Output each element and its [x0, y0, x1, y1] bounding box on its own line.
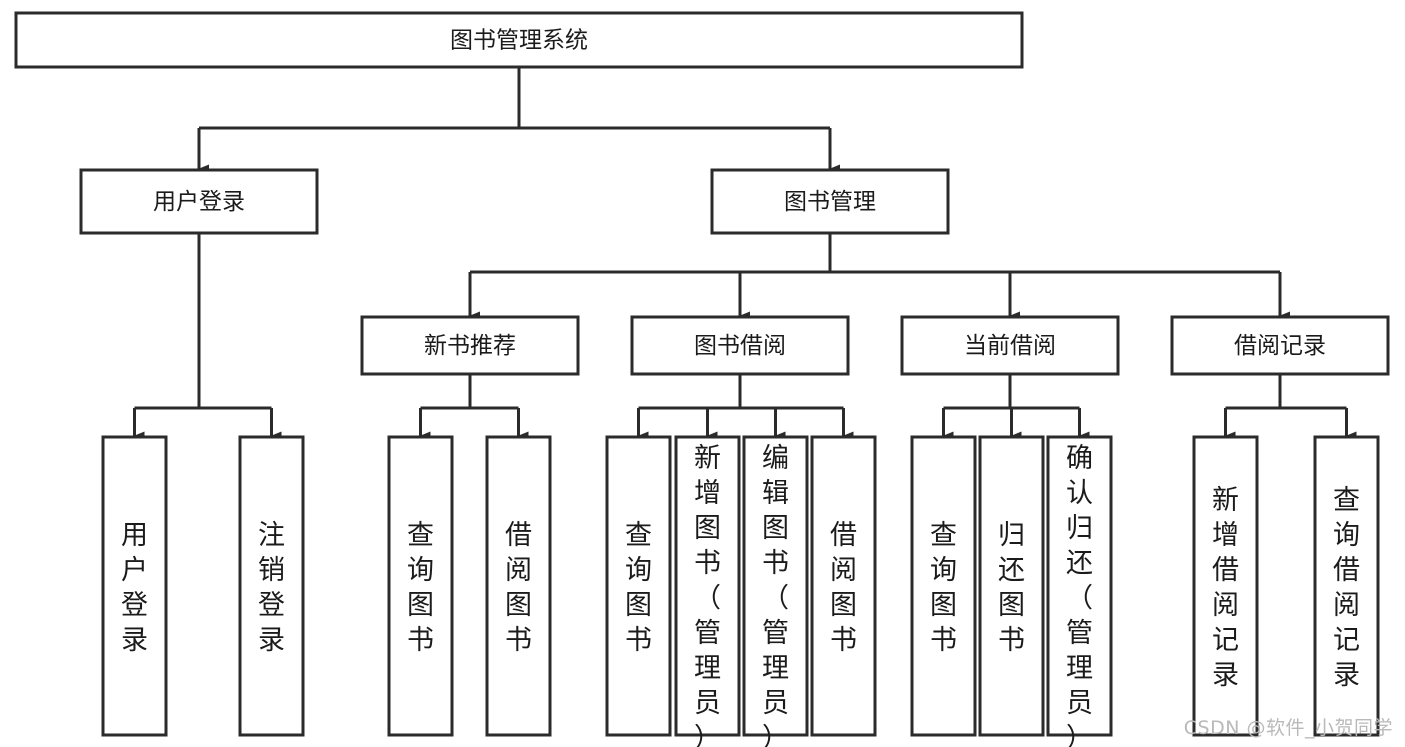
node-leaf-return-book[interactable]: 归还图书 [978, 435, 1045, 737]
node-box [1192, 435, 1259, 737]
node-leaf-borrow-book-1[interactable]: 借阅图书 [485, 435, 552, 737]
node-book-manage[interactable]: 图书管理 [710, 168, 950, 235]
node-box [742, 435, 809, 737]
node-label: 借阅记录 [1234, 333, 1326, 359]
node-leaf-confirm-return[interactable]: 确认归还（管理员） [1046, 435, 1113, 747]
node-borrow-record[interactable]: 借阅记录 [1170, 315, 1390, 376]
node-label: 图书借阅 [694, 333, 786, 359]
node-label: 新增借阅记录 [1212, 485, 1239, 691]
node-label: 新书推荐 [424, 333, 516, 359]
node-label: 用户登录 [121, 520, 148, 656]
node-label: 查询图书 [930, 520, 957, 656]
csdn-watermark: CSDN @软件_小贺同学 [1183, 717, 1393, 739]
node-leaf-add-record[interactable]: 新增借阅记录 [1192, 435, 1259, 737]
node-box [605, 435, 672, 737]
node-box [900, 315, 1120, 376]
node-label: 当前借阅 [964, 333, 1056, 359]
node-leaf-add-book[interactable]: 新增图书（管理员） [674, 435, 741, 747]
node-label: 查询图书 [407, 520, 434, 656]
node-box [238, 435, 305, 737]
node-box [101, 435, 168, 737]
node-box [1046, 435, 1113, 737]
node-leaf-user-login[interactable]: 用户登录 [101, 435, 168, 737]
node-box [79, 168, 319, 235]
node-box [910, 435, 977, 737]
node-label: 编辑图书（管理员） [762, 443, 789, 747]
node-label: 归还图书 [998, 520, 1025, 656]
node-box [810, 435, 877, 737]
node-box [1170, 315, 1390, 376]
connector-layer [133, 67, 1357, 441]
node-box [485, 435, 552, 737]
node-leaf-edit-book[interactable]: 编辑图书（管理员） [742, 435, 809, 747]
node-box [14, 11, 1024, 69]
node-layer: 图书管理系统用户登录图书管理新书推荐图书借阅当前借阅借阅记录用户登录注销登录查询… [14, 11, 1390, 747]
node-box [674, 435, 741, 737]
node-leaf-borrow-book-2[interactable]: 借阅图书 [810, 435, 877, 737]
node-box [710, 168, 950, 235]
node-label: 借阅图书 [505, 520, 532, 656]
node-label: 借阅图书 [830, 520, 857, 656]
node-label: 用户登录 [153, 189, 245, 215]
node-leaf-query-book-2[interactable]: 查询图书 [605, 435, 672, 737]
node-label: 确认归还（管理员） [1066, 443, 1093, 747]
node-box [978, 435, 1045, 737]
node-leaf-query-book-1[interactable]: 查询图书 [387, 435, 454, 737]
node-label: 查询图书 [625, 520, 652, 656]
node-leaf-logout[interactable]: 注销登录 [238, 435, 305, 737]
node-label: 查询借阅记录 [1333, 485, 1360, 691]
node-user-login[interactable]: 用户登录 [79, 168, 319, 235]
node-leaf-query-book-3[interactable]: 查询图书 [910, 435, 977, 737]
node-label: 注销登录 [258, 520, 285, 656]
node-leaf-query-record[interactable]: 查询借阅记录 [1313, 435, 1380, 737]
node-current-borrow[interactable]: 当前借阅 [900, 315, 1120, 376]
node-box [630, 315, 850, 376]
node-book-borrow[interactable]: 图书借阅 [630, 315, 850, 376]
node-box [1313, 435, 1380, 737]
node-root[interactable]: 图书管理系统 [14, 11, 1024, 69]
node-label: 图书管理系统 [450, 28, 588, 54]
node-box [387, 435, 454, 737]
node-label: 新增图书（管理员） [694, 443, 721, 747]
node-label: 图书管理 [784, 189, 876, 215]
node-box [360, 315, 580, 376]
node-new-book-rec[interactable]: 新书推荐 [360, 315, 580, 376]
